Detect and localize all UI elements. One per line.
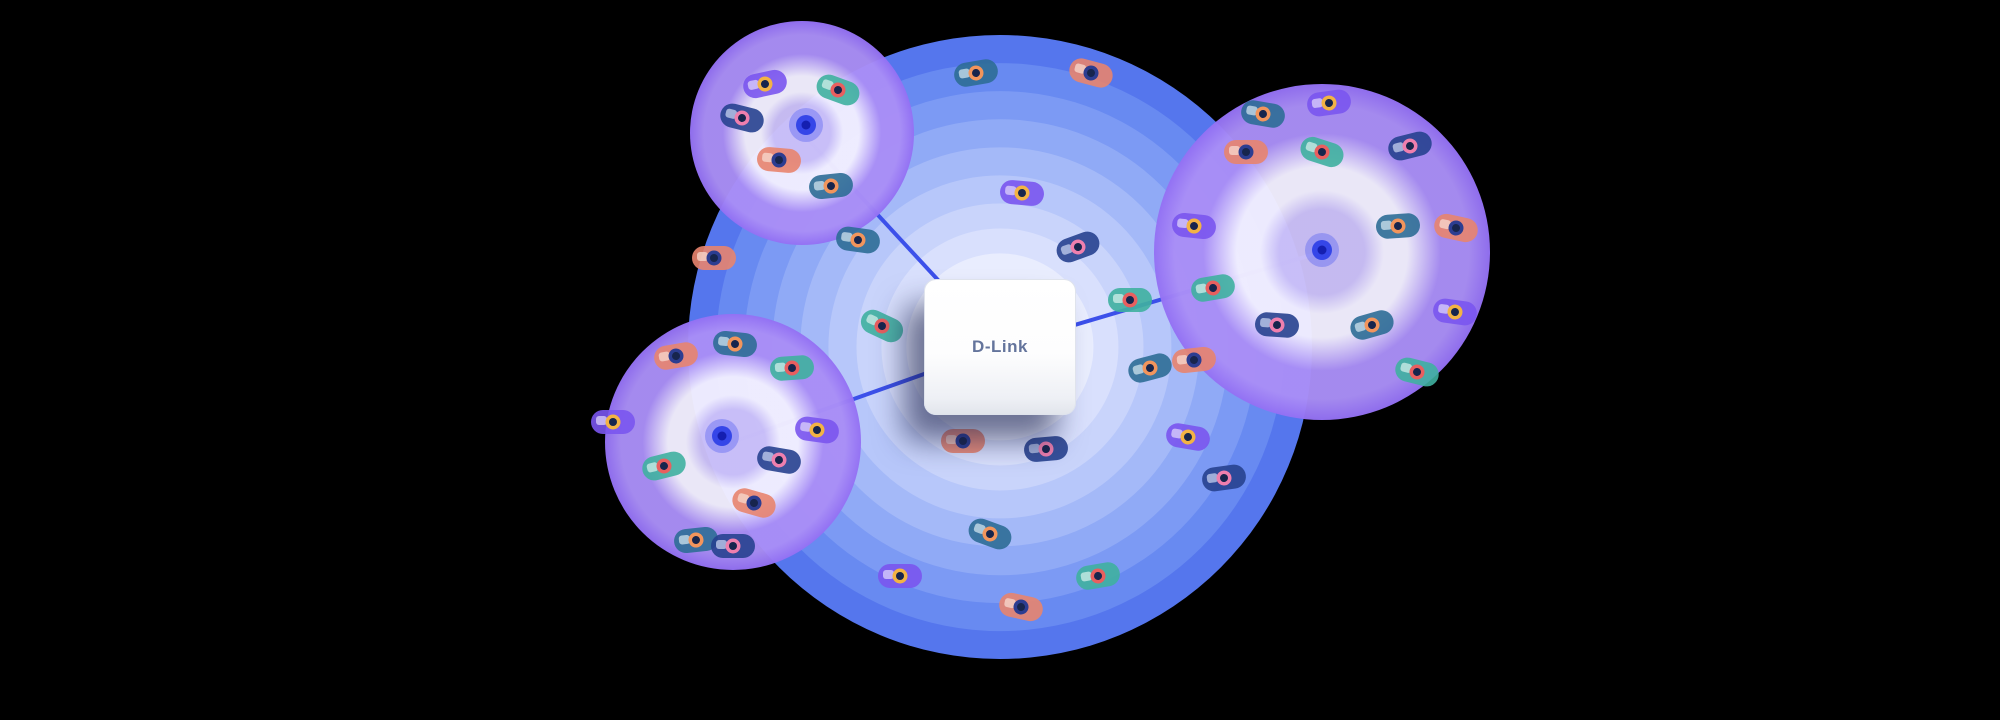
person-figure bbox=[1392, 351, 1442, 393]
person-figure bbox=[711, 530, 755, 562]
person-figure bbox=[652, 336, 701, 375]
person-figure bbox=[756, 142, 803, 178]
person-figure bbox=[878, 560, 922, 592]
person-figure bbox=[1431, 208, 1481, 248]
person-figure bbox=[1375, 209, 1421, 244]
person-figure bbox=[964, 511, 1016, 556]
person-desk-item bbox=[1113, 294, 1124, 303]
hub-head bbox=[801, 120, 811, 130]
person-figure bbox=[999, 175, 1046, 211]
person-figure bbox=[1125, 347, 1176, 389]
person-figure bbox=[755, 440, 804, 479]
person-figure bbox=[1074, 556, 1123, 595]
person-figure bbox=[1431, 293, 1479, 331]
person-figure bbox=[728, 482, 779, 525]
person-figure bbox=[591, 406, 635, 438]
hub-figure bbox=[705, 419, 739, 453]
person-figure bbox=[834, 221, 882, 259]
person-figure bbox=[1108, 284, 1152, 316]
person-desk-item bbox=[946, 435, 957, 444]
person-figure bbox=[1023, 431, 1070, 467]
person-figure bbox=[807, 168, 855, 204]
person-figure bbox=[1305, 84, 1353, 122]
person-figure bbox=[1170, 342, 1218, 378]
person-figure bbox=[1254, 308, 1300, 343]
hub-figure bbox=[1305, 233, 1339, 267]
person-figure bbox=[1052, 224, 1104, 269]
person-figure bbox=[1189, 268, 1238, 307]
device-brand-logo: D-Link bbox=[972, 337, 1028, 356]
person-figure bbox=[711, 326, 759, 362]
person-head bbox=[1126, 296, 1134, 304]
person-figure bbox=[639, 445, 689, 487]
person-figure bbox=[1164, 417, 1213, 456]
person-figure bbox=[769, 351, 815, 386]
person-head bbox=[1242, 148, 1250, 156]
person-head bbox=[896, 572, 904, 580]
person-head bbox=[609, 418, 617, 426]
person-head bbox=[729, 542, 737, 550]
hub-head bbox=[717, 431, 727, 441]
person-figure bbox=[1296, 130, 1348, 174]
person-figure bbox=[740, 64, 790, 104]
person-figure bbox=[692, 242, 736, 274]
person-figure bbox=[941, 425, 985, 457]
person-desk-item bbox=[697, 252, 708, 261]
person-desk-item bbox=[716, 540, 727, 549]
hub-figure bbox=[789, 108, 823, 142]
person-figure bbox=[1239, 94, 1288, 133]
person-desk-item bbox=[596, 416, 607, 425]
person-figure bbox=[1200, 459, 1248, 497]
person-figure bbox=[793, 411, 841, 449]
person-figure bbox=[855, 302, 908, 350]
person-figure bbox=[1170, 208, 1218, 244]
person-head bbox=[710, 254, 718, 262]
person-figure bbox=[812, 67, 864, 112]
person-figure bbox=[1066, 52, 1117, 94]
person-figure bbox=[1346, 304, 1397, 347]
person-figure bbox=[996, 587, 1046, 627]
access-point-device: D-Link bbox=[924, 279, 1076, 415]
hub-head bbox=[1317, 245, 1327, 255]
person-figure bbox=[1224, 136, 1268, 168]
person-figure bbox=[952, 53, 1001, 92]
person-head bbox=[959, 437, 967, 445]
person-desk-item bbox=[1229, 146, 1240, 155]
person-figure bbox=[717, 97, 767, 139]
person-figure bbox=[1385, 125, 1435, 167]
person-desk-item bbox=[883, 570, 894, 579]
